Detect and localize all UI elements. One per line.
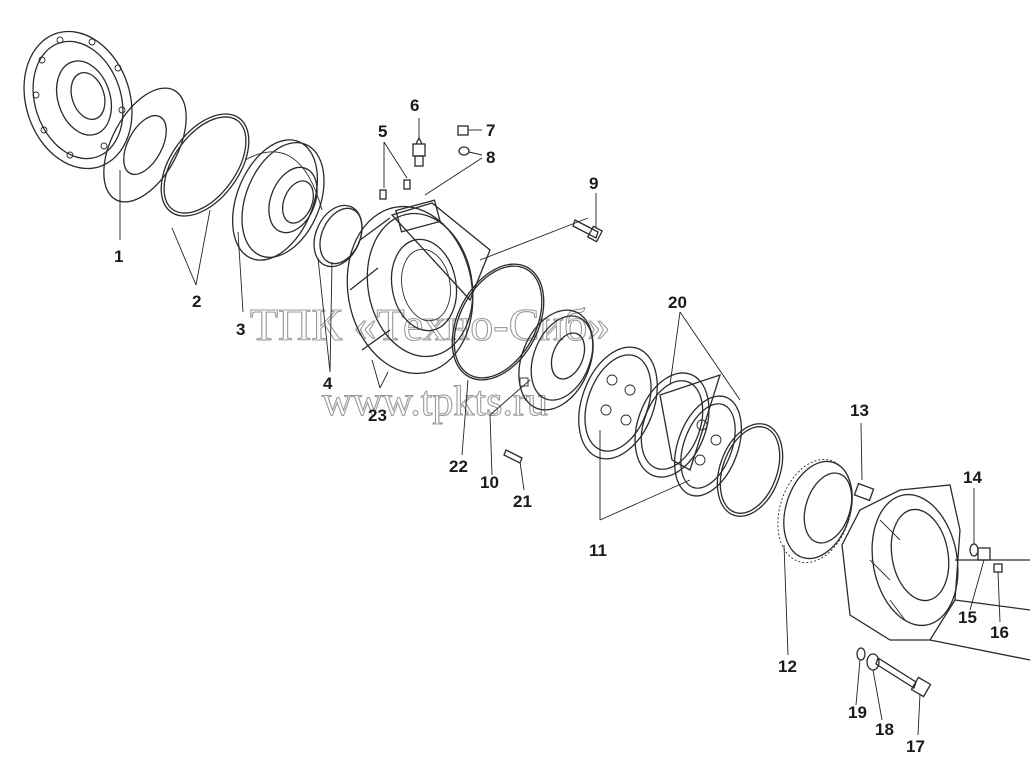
label-20: 20 (668, 293, 687, 312)
label-3: 3 (236, 320, 245, 339)
part-14-o-ring (969, 543, 979, 557)
part-23-brake-housing (346, 199, 491, 375)
part-4-seal-ring (313, 204, 363, 268)
part-12-ring-gear (777, 458, 853, 564)
label-1: 1 (114, 247, 123, 266)
part-20-separator-plates (634, 372, 722, 478)
hub-flange (23, 30, 133, 170)
part-6-bleeder-valve (412, 136, 426, 167)
part-13-fitting (853, 482, 875, 502)
watermark-url: www.tpkts.ru (322, 379, 548, 425)
label-23: 23 (368, 406, 387, 425)
leader-lines (119, 118, 1001, 736)
label-13: 13 (850, 401, 869, 420)
part-1-washer (103, 87, 187, 203)
part-19-o-ring (856, 647, 866, 661)
part-9-bolt (572, 219, 604, 243)
label-2: 2 (192, 292, 201, 311)
label-16: 16 (990, 623, 1009, 642)
callout-labels: 1 2 3 4 5 6 7 8 9 10 11 12 13 14 15 16 1… (114, 96, 1009, 756)
label-21: 21 (513, 492, 532, 511)
axle-housing (841, 484, 1031, 661)
part-3-piston (231, 139, 325, 261)
part-17-bolt (875, 657, 932, 698)
label-12: 12 (778, 657, 797, 676)
label-19: 19 (848, 703, 867, 722)
label-11: 11 (589, 541, 607, 560)
label-18: 18 (875, 720, 894, 739)
part-22-o-ring (451, 263, 545, 381)
label-8: 8 (486, 148, 495, 167)
label-15: 15 (958, 608, 977, 627)
label-22: 22 (449, 457, 468, 476)
part-10-pressure-plate (518, 309, 594, 411)
part-7-plug (457, 125, 469, 136)
part-11-friction-discs (578, 346, 742, 497)
label-7: 7 (486, 121, 495, 140)
part-16-plug (993, 563, 1003, 573)
label-4: 4 (323, 374, 333, 393)
label-17: 17 (906, 737, 925, 756)
watermark-company: ТПК «Техно-Сиб» (250, 299, 610, 350)
part-8-o-ring (458, 146, 470, 156)
label-14: 14 (963, 468, 982, 487)
part-5-screws (379, 179, 411, 200)
outer-plate (716, 423, 784, 517)
label-5: 5 (378, 122, 387, 141)
label-9: 9 (589, 174, 598, 193)
label-10: 10 (480, 473, 499, 492)
part-15-plug (977, 547, 991, 561)
part-21-screw (503, 449, 523, 464)
label-6: 6 (410, 96, 419, 115)
part-2-seal-ring (160, 113, 250, 217)
